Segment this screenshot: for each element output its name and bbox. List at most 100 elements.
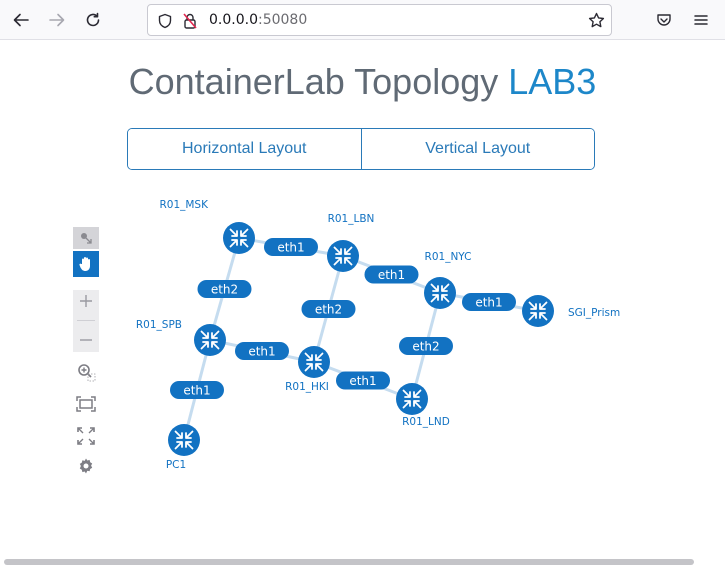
page-content: ContainerLab Topology LAB3 Horizontal La… (0, 41, 725, 565)
hamburger-menu-icon (694, 15, 708, 25)
topology-node[interactable]: R01_MSK (159, 199, 255, 254)
insecure-lock-icon[interactable] (182, 12, 198, 30)
topology-node[interactable]: R01_LBN (327, 213, 374, 272)
pocket-button[interactable] (650, 6, 678, 34)
node-label: PC1 (166, 459, 186, 471)
topology-node[interactable]: R01_NYC (424, 251, 471, 309)
arrow-right-icon (49, 13, 65, 27)
router-arrows-icon (200, 330, 220, 350)
reload-button[interactable] (79, 6, 107, 34)
pan-mode-button[interactable] (73, 251, 99, 277)
router-node-icon (522, 295, 554, 327)
router-node-icon (168, 424, 200, 456)
router-arrows-icon (430, 283, 450, 303)
layout-button-group: Horizontal Layout Vertical Layout (127, 128, 595, 170)
topology-node[interactable]: PC1 (166, 424, 200, 471)
router-arrows-icon (333, 246, 353, 266)
gear-icon (79, 458, 93, 474)
node-label: R01_LBN (328, 213, 375, 225)
back-button[interactable] (7, 6, 35, 34)
zoom-control (73, 290, 99, 352)
link-label-pill (197, 280, 252, 298)
zoom-selection-button[interactable] (73, 361, 99, 383)
link-label-text: eth2 (412, 340, 439, 354)
url-port: :50080 (257, 12, 308, 28)
router-node-icon (223, 222, 255, 254)
hand-icon (79, 257, 90, 271)
link-label-text: eth2 (315, 303, 342, 317)
node-label: SGI_Prism (568, 307, 620, 319)
link-label-pill (264, 238, 318, 256)
router-node-icon (424, 277, 456, 309)
link-label-pill (462, 293, 516, 311)
browser-toolbar: 0.0.0.0:50080 (0, 0, 725, 40)
url-text: 0.0.0.0:50080 (209, 12, 307, 28)
router-node-icon (396, 383, 428, 415)
pocket-icon (657, 14, 671, 26)
link-label-text: eth1 (248, 345, 275, 359)
node-label: R01_MSK (159, 199, 209, 211)
node-label: R01_SPB (136, 319, 182, 331)
link-label[interactable]: eth1 (462, 293, 516, 311)
link-label-text: eth2 (211, 283, 238, 297)
node-label: R01_NYC (425, 251, 472, 263)
horizontal-scrollbar[interactable] (4, 559, 694, 565)
zoom-out-icon[interactable] (79, 333, 93, 347)
cursor-select-icon (81, 233, 92, 244)
node-label: R01_HKI (285, 381, 329, 393)
menu-button[interactable] (687, 6, 715, 34)
link-label[interactable]: eth1 (264, 238, 318, 256)
page-title: ContainerLab Topology LAB3 (0, 61, 725, 103)
horizontal-layout-button[interactable]: Horizontal Layout (128, 129, 361, 169)
arrow-left-icon (13, 13, 29, 27)
topology-node[interactable]: SGI_Prism (522, 295, 620, 327)
router-arrows-icon (229, 228, 249, 248)
zoom-divider (77, 319, 95, 321)
link-label-pill (364, 265, 419, 284)
topology-graph[interactable]: eth1eth1eth1eth2eth2eth2eth1eth1eth1R01_… (100, 191, 640, 481)
link-label-pill (170, 381, 224, 399)
select-mode-button[interactable] (73, 227, 99, 249)
router-node-icon (194, 324, 226, 356)
topology-node[interactable]: R01_SPB (136, 319, 226, 356)
url-host: 0.0.0.0 (209, 12, 258, 28)
link-label-text: eth1 (183, 384, 210, 398)
link-label[interactable]: eth1 (336, 371, 390, 390)
node-label: R01_LND (402, 416, 450, 428)
zoom-region-icon (78, 364, 96, 382)
zoom-in-icon[interactable] (79, 294, 93, 308)
reload-icon (86, 12, 100, 27)
link-label-text: eth1 (378, 268, 405, 282)
link-label-pill (301, 300, 356, 318)
star-icon[interactable] (588, 12, 605, 29)
settings-button[interactable] (73, 455, 99, 477)
link-label-text: eth1 (349, 374, 376, 388)
topology-node[interactable]: R01_LND (396, 383, 450, 428)
router-arrows-icon (304, 352, 324, 372)
link-label[interactable]: eth1 (170, 381, 224, 399)
link-label[interactable]: eth2 (301, 300, 356, 318)
forward-button[interactable] (43, 6, 71, 34)
fullscreen-icon (77, 427, 95, 445)
url-bar[interactable]: 0.0.0.0:50080 (147, 4, 612, 36)
router-arrows-icon (174, 430, 194, 450)
link-label-pill (235, 342, 289, 360)
vertical-layout-button[interactable]: Vertical Layout (360, 129, 594, 169)
link-label[interactable]: eth2 (399, 337, 453, 355)
fullscreen-button[interactable] (73, 425, 99, 447)
title-lab-name: LAB3 (508, 61, 597, 102)
link-label-text: eth1 (475, 296, 502, 310)
title-main: ContainerLab Topology (128, 61, 509, 102)
topology-node[interactable]: R01_HKI (285, 346, 330, 393)
link-label[interactable]: eth1 (235, 342, 289, 360)
router-arrows-icon (528, 301, 548, 321)
link-label[interactable]: eth2 (197, 280, 252, 298)
shield-icon[interactable] (157, 13, 173, 29)
router-node-icon (327, 240, 359, 272)
fit-view-button[interactable] (73, 393, 99, 415)
link-label[interactable]: eth1 (364, 265, 419, 284)
fit-screen-icon (76, 396, 96, 412)
router-node-icon (298, 346, 330, 378)
router-arrows-icon (402, 389, 422, 409)
link-label-pill (399, 337, 453, 355)
